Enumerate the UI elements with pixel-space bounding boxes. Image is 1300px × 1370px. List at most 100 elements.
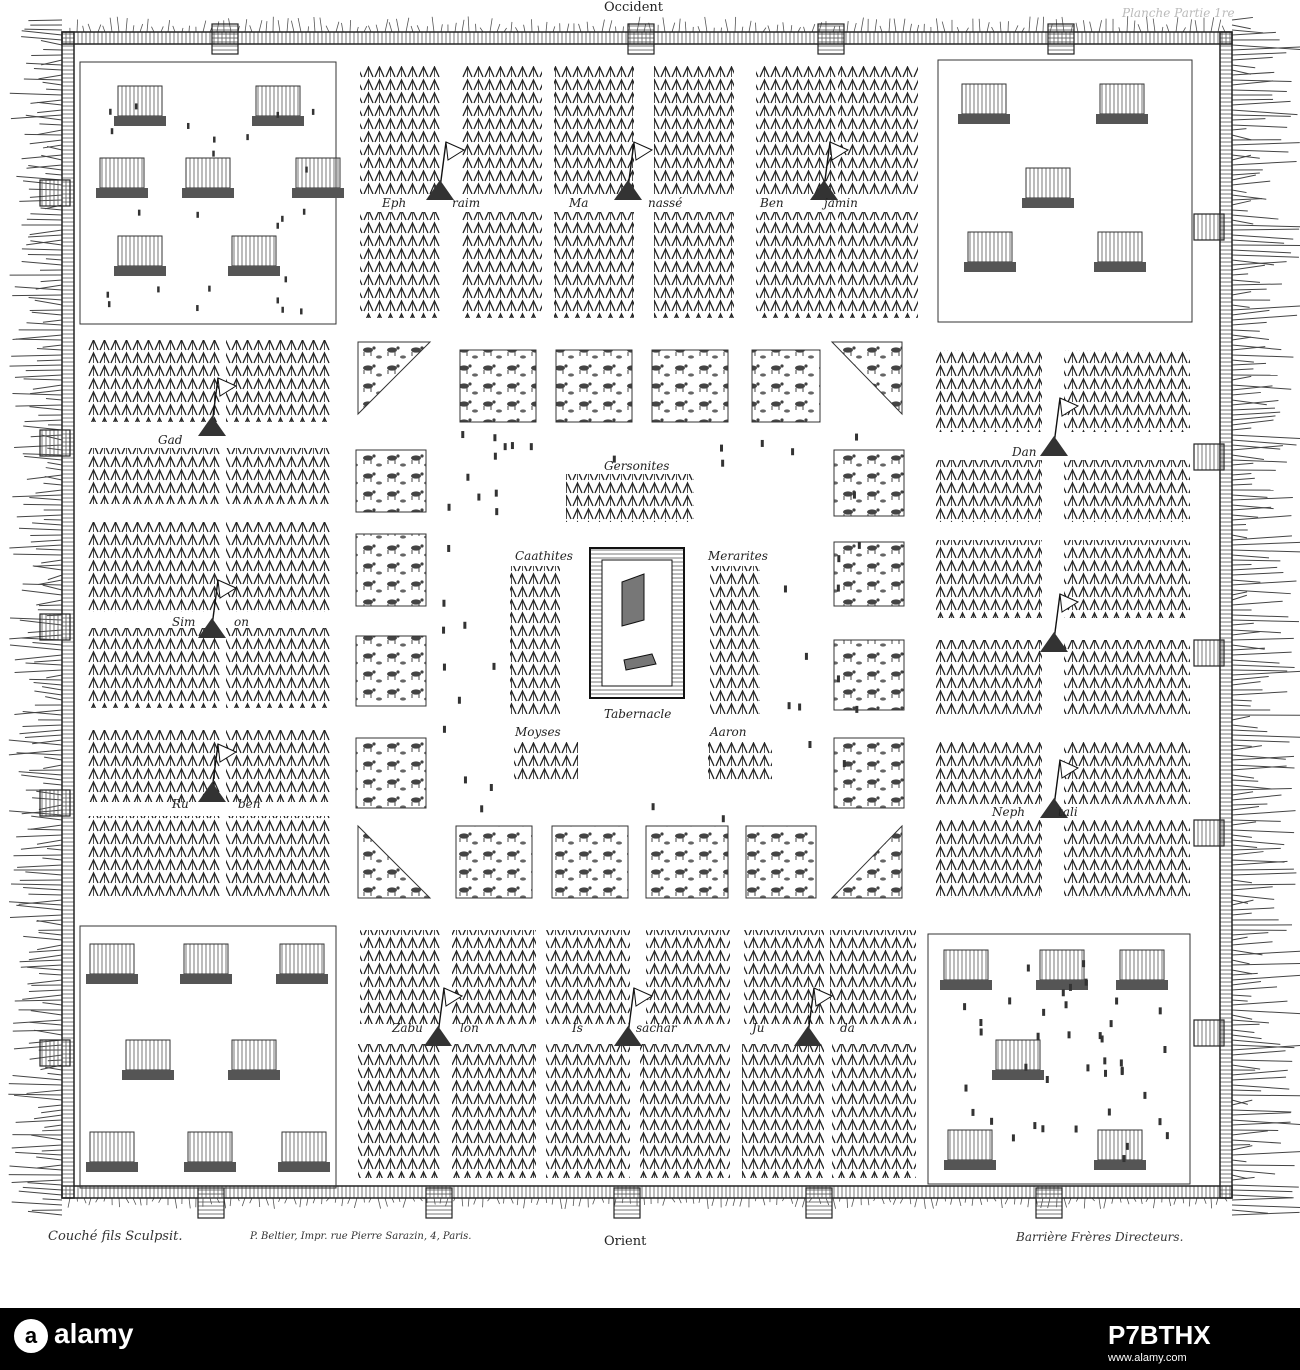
- border-stroke: [671, 22, 676, 33]
- standard-flag: [813, 987, 834, 1007]
- border-stroke: [307, 26, 309, 33]
- border-stroke: [1231, 1109, 1292, 1113]
- border-stroke: [1231, 224, 1300, 228]
- border-stroke: [34, 659, 63, 663]
- label-manasse-a: Ma: [568, 196, 588, 210]
- figure: [463, 621, 467, 629]
- border-stroke: [1231, 100, 1291, 106]
- border-stroke: [22, 583, 63, 586]
- figure: [1122, 1155, 1126, 1163]
- figure: [612, 455, 616, 463]
- tent-block: [510, 566, 560, 714]
- border-stroke: [1103, 1197, 1107, 1209]
- standard-pole: [211, 743, 219, 791]
- border-stroke: [1231, 681, 1261, 686]
- figure: [107, 301, 111, 308]
- border-stroke: [1231, 375, 1252, 381]
- border-stroke: [1188, 1197, 1191, 1207]
- border-stroke: [811, 23, 816, 33]
- border-stroke: [28, 234, 63, 238]
- border-stroke: [22, 994, 63, 1000]
- border-stroke: [1231, 71, 1275, 76]
- figure: [213, 136, 216, 143]
- border-stroke: [76, 19, 78, 33]
- border-stroke: [1231, 535, 1292, 541]
- border-stroke: [19, 959, 63, 963]
- herd-enclosure: [833, 737, 905, 809]
- border-stroke: [42, 344, 63, 348]
- border-stroke: [1231, 1039, 1281, 1045]
- figure: [1163, 1046, 1167, 1054]
- border-stroke: [23, 503, 63, 506]
- figure: [964, 1084, 968, 1092]
- figure: [300, 308, 303, 315]
- stock-image-id: P7BTHX: [1108, 1320, 1211, 1350]
- border-stroke: [1231, 497, 1293, 501]
- figure: [857, 541, 861, 549]
- border-stroke: [349, 20, 352, 33]
- border-stroke: [1231, 614, 1289, 618]
- standard-tent: [424, 1026, 452, 1046]
- border-stroke: [986, 22, 990, 33]
- border-stroke: [1231, 385, 1273, 391]
- wall-gates: [39, 23, 1225, 1219]
- border-stroke: [545, 21, 548, 33]
- border-stroke: [39, 123, 63, 126]
- border-stroke: [1231, 810, 1296, 816]
- figure: [1026, 964, 1030, 972]
- border-stroke: [704, 16, 708, 33]
- standard-pole: [1053, 759, 1061, 807]
- border-stroke: [797, 27, 801, 33]
- border-stroke: [1231, 899, 1254, 906]
- border-stroke: [9, 544, 63, 549]
- border-stroke: [1231, 279, 1261, 283]
- border-stroke: [1231, 659, 1280, 664]
- border-stroke: [1231, 305, 1300, 311]
- border-stroke: [1231, 974, 1300, 981]
- border-stroke: [28, 19, 63, 22]
- border-stroke: [16, 834, 63, 838]
- border-stroke: [1231, 142, 1300, 146]
- border-stroke: [879, 25, 883, 33]
- border-stroke: [431, 16, 435, 33]
- figure: [1086, 1064, 1090, 1072]
- border-stroke: [47, 461, 63, 466]
- border-stroke: [1000, 1197, 1003, 1209]
- border-stroke: [1098, 1197, 1101, 1209]
- border-stroke: [46, 674, 63, 679]
- tent-block: [226, 340, 330, 422]
- border-stroke: [1231, 1112, 1291, 1116]
- border-stroke: [1221, 25, 1226, 33]
- figure: [721, 459, 725, 467]
- border-stroke: [706, 1197, 709, 1209]
- figure: [529, 443, 533, 451]
- tent-block: [88, 628, 220, 708]
- border-stroke: [334, 1197, 337, 1203]
- border-stroke: [1231, 219, 1254, 225]
- border-stroke: [21, 154, 63, 160]
- border-stroke: [832, 1197, 836, 1209]
- border-stroke: [402, 1197, 407, 1208]
- border-stroke: [29, 678, 63, 681]
- border-stroke: [1014, 25, 1019, 33]
- tent-block: [936, 540, 1042, 618]
- wall-gate: [39, 429, 71, 457]
- border-stroke: [38, 74, 63, 80]
- figure: [1033, 1122, 1037, 1130]
- border-stroke: [16, 514, 63, 518]
- border-stroke: [1231, 31, 1276, 36]
- border-stroke: [1231, 149, 1289, 153]
- border-stroke: [1083, 1197, 1086, 1209]
- border-stroke: [42, 144, 63, 149]
- printer-credit: P. Beltier, Impr. rue Pierre Sarazin, 4,…: [250, 1231, 472, 1242]
- border-stroke: [1231, 724, 1258, 729]
- border-stroke: [1231, 209, 1248, 212]
- border-stroke: [564, 1197, 568, 1209]
- herd-triangle: [830, 341, 903, 416]
- border-stroke: [15, 1119, 63, 1123]
- border-stroke: [881, 1197, 885, 1205]
- tent-block: [1064, 540, 1190, 618]
- border-stroke: [388, 22, 393, 33]
- border-stroke: [1004, 1197, 1009, 1205]
- border-stroke: [9, 1165, 63, 1171]
